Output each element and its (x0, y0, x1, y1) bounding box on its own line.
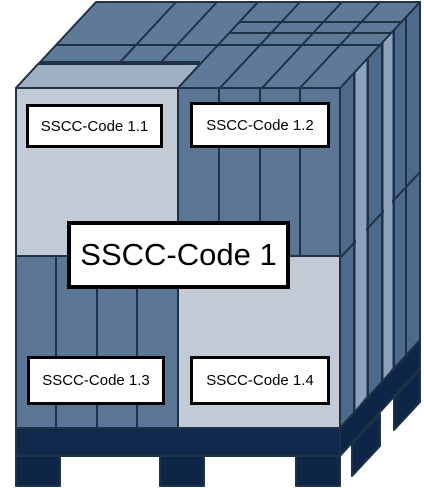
right-side-highlights (356, 33, 392, 410)
pallet-blocks (15, 369, 421, 487)
label-sscc-code-1-3: SSCC-Code 1.3 (27, 356, 165, 405)
label-sscc-code-1: SSCC-Code 1 (67, 221, 290, 289)
top-face-light-patch (15, 63, 201, 89)
label-sscc-code-1-4: SSCC-Code 1.4 (190, 356, 330, 405)
label-sscc-code-1-1: SSCC-Code 1.1 (26, 104, 163, 148)
right-side-stripes (339, 17, 421, 413)
label-sscc-code-1-2: SSCC-Code 1.2 (190, 102, 330, 148)
pallet-deck-front (15, 427, 341, 457)
